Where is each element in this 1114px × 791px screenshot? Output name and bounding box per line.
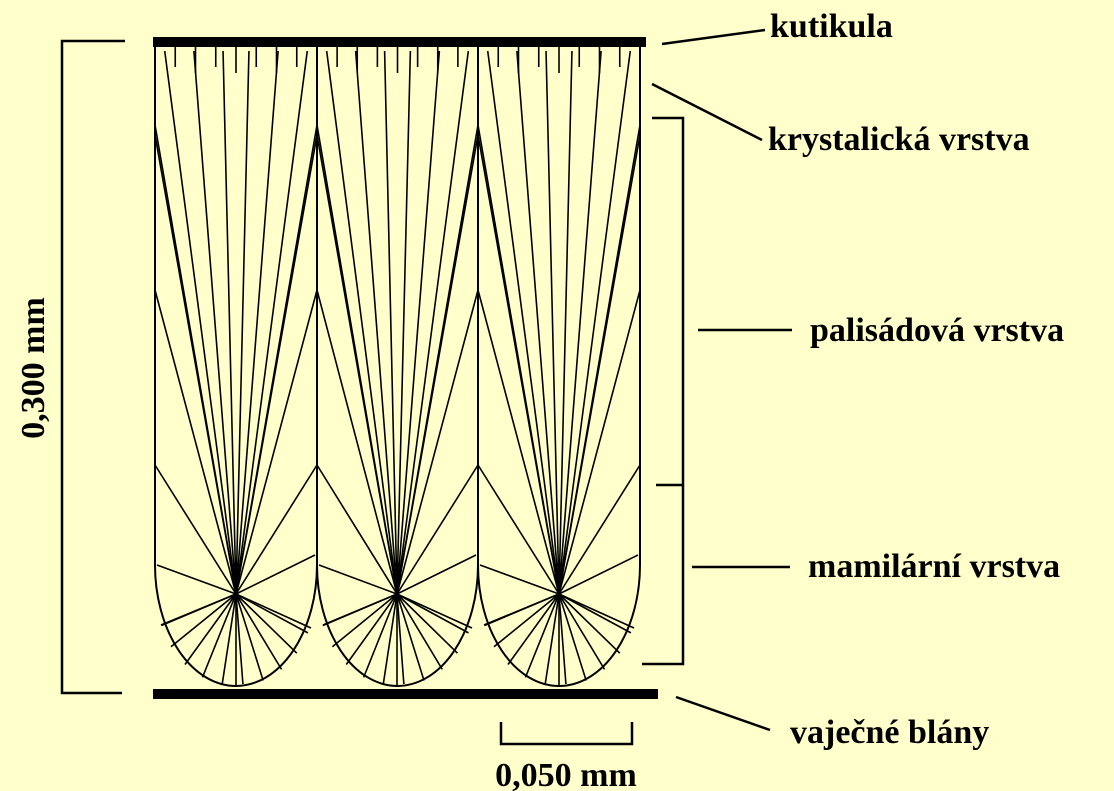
palisade-line	[236, 135, 317, 594]
membranes-label: vaječné blány	[790, 714, 989, 751]
mammillary-ray	[545, 594, 559, 684]
palisade-layer-label: palisádová vrstva	[810, 312, 1064, 349]
mammillary-ray	[236, 594, 311, 628]
mammillary-ray	[383, 594, 397, 684]
membrane-leader	[676, 697, 770, 730]
width-bracket	[501, 722, 632, 744]
width-scale-label: 0,050 mm	[495, 757, 637, 791]
mammillary-ray	[480, 565, 559, 594]
cuticle-leader	[662, 30, 765, 44]
mammillary-ray	[559, 594, 634, 628]
mammillary-ray	[397, 594, 472, 628]
cuticle-label: kutikula	[770, 8, 893, 45]
mammillary-layer-label: mamilární vrstva	[808, 548, 1060, 585]
palisade-line	[155, 135, 236, 594]
membrane-bar	[153, 689, 658, 699]
layer-bracket	[642, 118, 683, 664]
crystal-layer-label: krystalická vrstva	[768, 121, 1030, 158]
cuticle-bar	[153, 37, 646, 47]
mammillary-ray	[222, 594, 236, 684]
palisade-line	[397, 135, 478, 594]
palisade-line	[559, 135, 640, 594]
mammillary-ray	[319, 565, 397, 594]
mammillary-ray	[157, 565, 236, 594]
thickness-scale-label: 0,300 mm	[15, 297, 52, 439]
palisade-line	[478, 135, 559, 594]
palisade-line	[317, 135, 397, 594]
shell-units	[155, 47, 640, 686]
crystal-leader	[652, 84, 762, 140]
thickness-bracket	[62, 41, 125, 693]
